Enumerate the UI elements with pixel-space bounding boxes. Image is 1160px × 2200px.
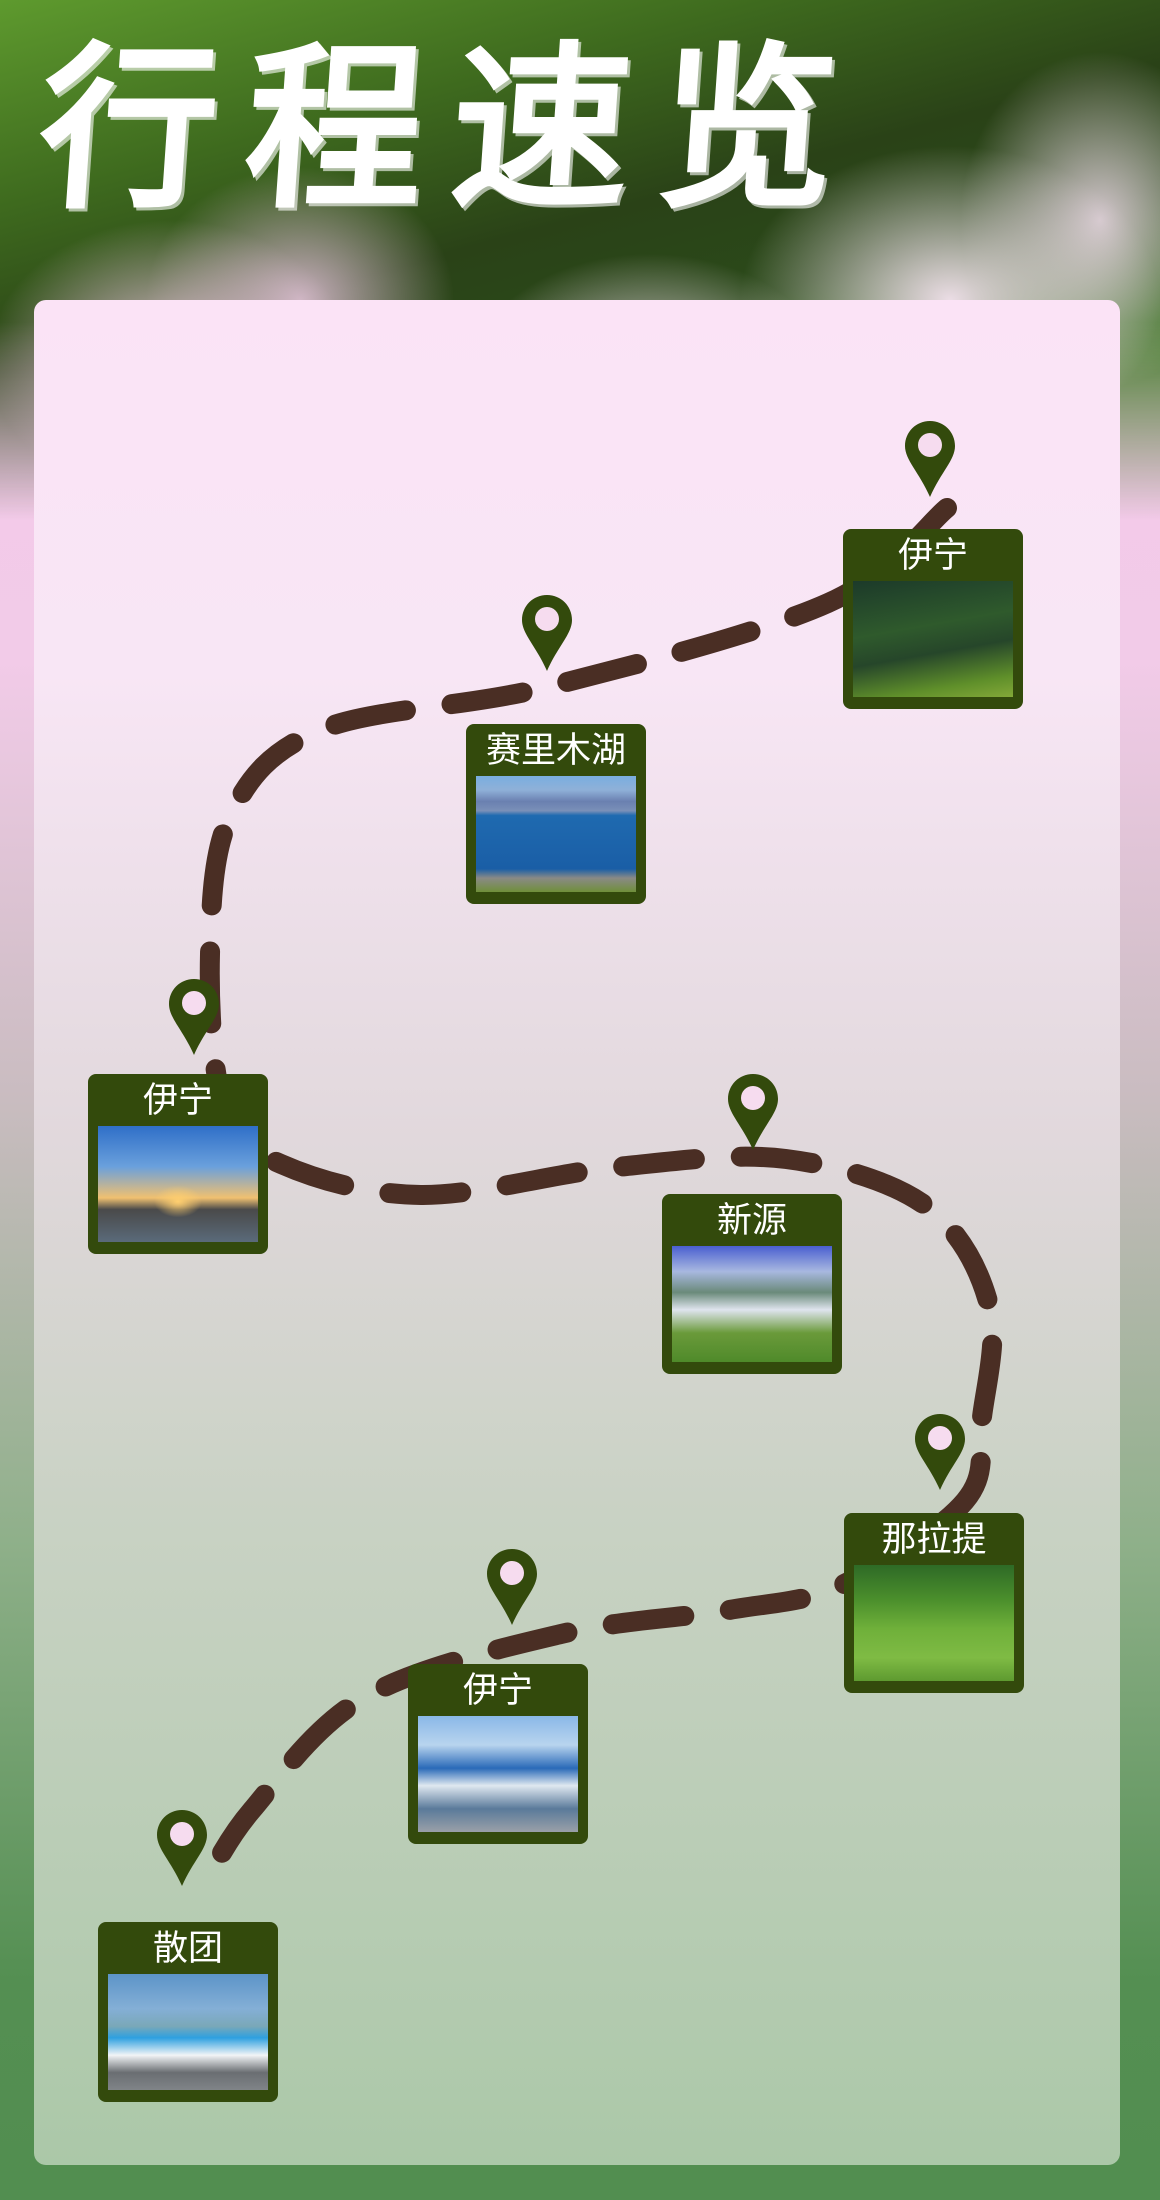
stop-card[interactable]: 新源: [662, 1194, 842, 1374]
map-pin-icon[interactable]: [522, 595, 572, 671]
stop-card[interactable]: 那拉提: [844, 1513, 1024, 1693]
dashed-route-line: [193, 498, 1003, 1897]
stop-label: 赛里木湖: [485, 731, 626, 771]
stop-card[interactable]: 伊宁: [843, 529, 1023, 709]
stop-label: 伊宁: [462, 1671, 533, 1711]
stop-photo: [672, 1246, 832, 1362]
stop-card[interactable]: 伊宁: [88, 1074, 268, 1254]
map-pin-icon[interactable]: [157, 1810, 207, 1886]
stop-card[interactable]: 散团: [98, 1922, 278, 2102]
map-pin-icon[interactable]: [487, 1549, 537, 1625]
map-pin-icon[interactable]: [915, 1414, 965, 1490]
stop-photo: [108, 1974, 268, 2090]
map-pin-icon[interactable]: [728, 1074, 778, 1150]
stop-label: 伊宁: [142, 1081, 213, 1121]
stop-label: 新源: [716, 1201, 787, 1241]
stop-card[interactable]: 伊宁: [408, 1664, 588, 1844]
stop-photo: [854, 1565, 1014, 1681]
map-pin-icon[interactable]: [169, 979, 219, 1055]
stop-label: 那拉提: [881, 1520, 987, 1560]
stop-label: 散团: [152, 1929, 223, 1969]
stop-photo: [98, 1126, 258, 1242]
stop-photo: [476, 776, 636, 892]
map-pin-icon[interactable]: [905, 421, 955, 497]
stop-label: 伊宁: [897, 536, 968, 576]
stop-card[interactable]: 赛里木湖: [466, 724, 646, 904]
stop-photo: [853, 581, 1013, 697]
stop-photo: [418, 1716, 578, 1832]
